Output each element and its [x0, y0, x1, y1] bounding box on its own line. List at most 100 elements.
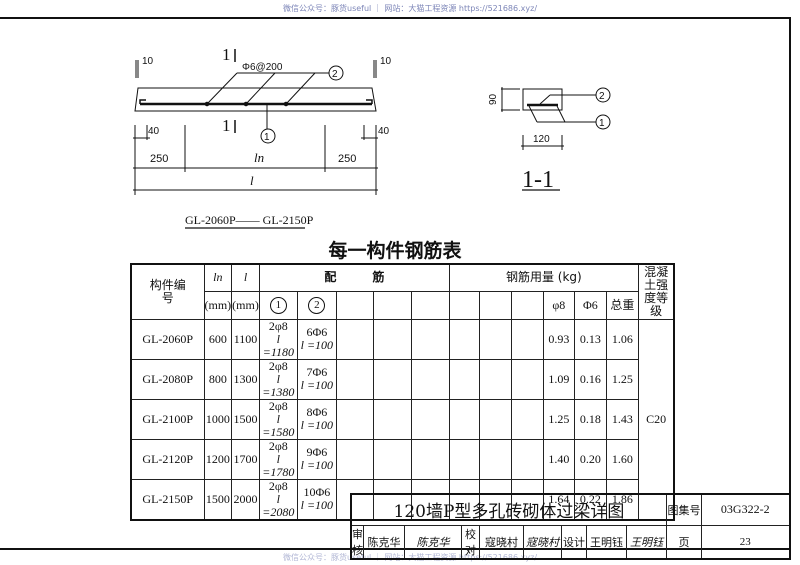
id-value: GL-2060P	[142, 331, 194, 346]
l-value: 1700	[233, 451, 258, 466]
atlas-number: 03G322-2	[701, 493, 790, 526]
blank-cell	[372, 438, 412, 480]
w6-value: 0.16	[579, 371, 601, 386]
blank-cell	[372, 358, 412, 400]
callout-bar-2	[328, 65, 344, 81]
page-label: 页	[666, 524, 702, 559]
id-value: GL-2150P	[142, 491, 194, 506]
header-blank	[372, 290, 412, 320]
id-value: GL-2080P	[142, 371, 194, 386]
section-width-label: 120	[533, 134, 550, 145]
member-id: GL-2080P	[130, 358, 205, 400]
cover-label-right: 10	[380, 56, 392, 67]
page-number: 23	[701, 524, 790, 559]
sheet-title: 120墙P型多孔砖砌体过梁详图	[350, 493, 667, 526]
total-value: 1.25	[611, 371, 633, 386]
blank-cell	[448, 318, 480, 360]
support-dim-right: 250	[338, 153, 356, 165]
section-outline	[522, 88, 563, 111]
b2-value: 10Φ6	[303, 485, 331, 499]
header-ln: ln	[203, 263, 233, 292]
weight-phi8: 0.93	[542, 318, 575, 360]
support-dim-left: 250	[150, 153, 168, 165]
b2-value: 8Φ6	[306, 405, 328, 419]
weight-phi6: 0.13	[573, 318, 607, 360]
b1l-value: l =1380	[262, 371, 295, 399]
b2-value: 7Φ6	[306, 365, 328, 379]
w8-value: 0.93	[548, 331, 570, 346]
blank-cell	[410, 318, 450, 360]
callout-bar-1	[260, 128, 276, 144]
b2l-value: l =100	[300, 378, 334, 392]
b1-value: 2φ8	[268, 478, 288, 493]
weight-phi6: 0.18	[573, 398, 607, 440]
stirrup-leaders	[206, 72, 329, 105]
weight-total: 1.60	[605, 438, 639, 480]
header-ln-label: ln	[213, 270, 223, 285]
weight-phi8: 1.25	[542, 398, 575, 440]
id-value: GL-2120P	[142, 451, 194, 466]
b2-value: 9Φ6	[306, 445, 328, 459]
l-value: 1500	[233, 411, 258, 426]
header-reinforcement: 配 筋	[258, 263, 450, 292]
blank-cell	[478, 318, 512, 360]
ln-value: 1000	[205, 411, 230, 426]
reviewer-name: 陈克华	[363, 524, 405, 559]
member-id: GL-2150P	[130, 478, 205, 520]
checker-signature: 寇晓村	[523, 524, 562, 559]
blank-cell	[478, 438, 512, 480]
ln-value: 1000	[203, 398, 233, 440]
blank-cell	[448, 398, 480, 440]
header-total: 总重	[605, 290, 639, 320]
header-bar2: 2	[296, 290, 337, 320]
weight-phi8: 1.40	[542, 438, 575, 480]
title-block: 120墙P型多孔砖砌体过梁详图 图集号 03G322-2 审核 陈克华 陈克华 …	[350, 493, 791, 560]
bar2-circle: 2	[308, 296, 326, 314]
header-member: 构件编号	[130, 263, 205, 320]
designer-name: 王明钰	[586, 524, 627, 559]
reviewer-signature: 陈克华	[404, 524, 462, 559]
header-blank	[410, 290, 450, 320]
header-phi8: φ8	[542, 290, 575, 320]
span-label: l	[250, 173, 254, 188]
table-title: 每一构件钢筋表	[328, 240, 462, 262]
section-callout-1: 1	[599, 118, 605, 129]
ln-value: 600	[203, 318, 233, 360]
beam-elevation-drawing: 10 10 1 1 Φ6@200 2 1 40 40 250 250 ln l …	[133, 45, 611, 229]
member-id: GL-2060P	[130, 318, 205, 360]
b1-value: 2φ8	[268, 358, 288, 373]
b2l-value: l =100	[300, 498, 334, 512]
b2l-value: l =100	[300, 418, 334, 432]
header-l-label: l	[243, 270, 248, 285]
section-height-label: 90	[488, 93, 499, 105]
w8-value: 1.09	[548, 371, 570, 386]
blank-cell	[335, 438, 374, 480]
blank-cell	[372, 398, 412, 440]
total-value: 1.43	[611, 411, 633, 426]
w8-value: 1.25	[548, 411, 570, 426]
total-value: 1.60	[611, 451, 633, 466]
ln-value: 1500	[205, 491, 230, 506]
w6-value: 0.20	[579, 451, 601, 466]
ln-value: 800	[208, 371, 227, 386]
stirrup-spec-label: Φ6@200	[242, 62, 283, 73]
section-1-1-drawing	[501, 87, 611, 191]
member-id: GL-2120P	[130, 438, 205, 480]
header-bar1: 1	[258, 290, 298, 320]
b2l-value: l =100	[300, 458, 334, 472]
blank-cell	[478, 398, 512, 440]
id-value: GL-2100P	[142, 411, 194, 426]
watermark-top: 微信公众号：豚货useful ｜ 网站：大猫工程资源 https://52168…	[283, 4, 538, 13]
header-l: l	[231, 263, 260, 292]
stirrup-dot	[204, 101, 210, 107]
